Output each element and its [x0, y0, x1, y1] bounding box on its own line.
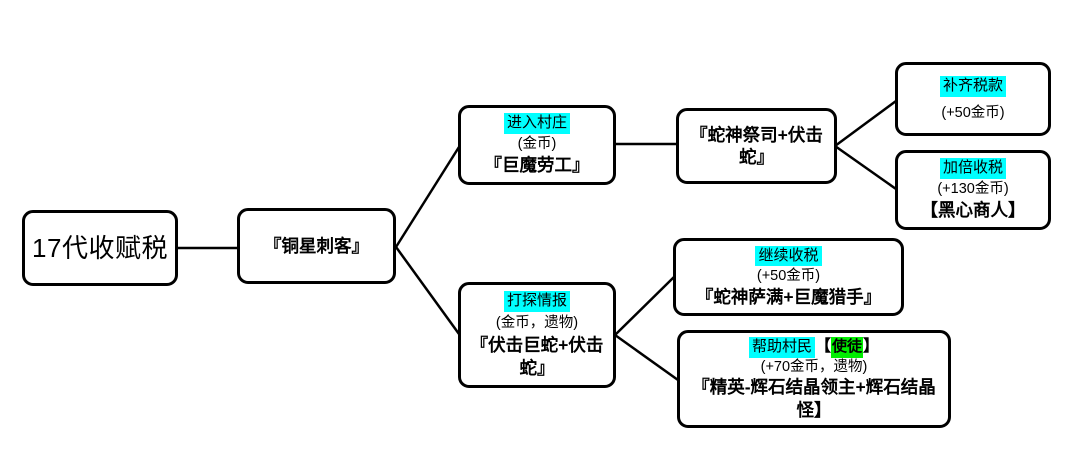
node-assassin: 『铜星刺客』 — [237, 208, 396, 284]
node-enter-village: 进入村庄 (金币) 『巨魔劳工』 — [458, 105, 616, 185]
choice-double-tax: 加倍收税 — [939, 158, 1006, 179]
choice-help-villagers: 帮助村民 — [748, 337, 815, 358]
reward-help-villagers: (+70金币，遗物) — [760, 358, 868, 375]
edge-assassin-scout — [394, 246, 461, 335]
node-snake-priest-label: 『蛇神祭司+伏击蛇』 — [690, 124, 823, 167]
node-root: 17代收赋税 — [22, 210, 178, 286]
node-help-villagers: 帮助村民【使徒】 (+70金币，遗物) 『精英-辉石结晶领主+辉石结晶怪】 — [677, 330, 951, 428]
node-assassin-label: 『铜星刺客』 — [264, 235, 369, 256]
edge-priest-paytax — [834, 99, 897, 148]
choice-enter-village: 进入村庄 — [503, 113, 570, 134]
reward-scout-info: (金币，遗物) — [495, 314, 579, 331]
battle-help-villagers: 『精英-辉石结晶领主+辉石结晶怪】 — [692, 377, 936, 420]
node-continue-tax: 继续收税 (+50金币) 『蛇神萨满+巨魔猎手』 — [673, 238, 904, 316]
node-pay-tax: 补齐税款 (+50金币) — [895, 62, 1051, 136]
choice-pay-tax: 补齐税款 — [939, 76, 1006, 97]
node-double-tax: 加倍收税 (+130金币) 【黑心商人】 — [895, 150, 1051, 230]
choice-scout-info: 打探情报 — [503, 291, 570, 312]
tag-apostle: 使徒 — [831, 337, 864, 358]
edge-priest-doubletax — [834, 144, 897, 191]
node-scout-info: 打探情报 (金币，遗物) 『伏击巨蛇+伏击蛇』 — [458, 282, 616, 388]
reward-pay-tax: (+50金币) — [941, 104, 1005, 121]
tag-close-bracket: 】 — [863, 338, 880, 356]
edge-assassin-enter — [394, 146, 461, 248]
battle-enter-village: 『巨魔劳工』 — [484, 155, 590, 176]
battle-scout-info: 『伏击巨蛇+伏击蛇』 — [470, 335, 604, 378]
reward-continue-tax: (+50金币) — [756, 268, 821, 285]
reward-enter-village: (金币) — [517, 136, 557, 153]
node-root-label: 17代收赋税 — [32, 232, 168, 263]
edge-scout-continuetax — [614, 276, 675, 336]
tag-open-bracket: 【 — [814, 338, 831, 356]
reward-double-tax: (+130金币) — [937, 181, 1009, 198]
node-snake-priest: 『蛇神祭司+伏击蛇』 — [676, 108, 837, 184]
edge-scout-help — [614, 333, 679, 382]
choice-continue-tax: 继续收税 — [755, 245, 822, 267]
title-help-villagers: 帮助村民【使徒】 — [748, 337, 880, 358]
battle-double-tax: 【黑心商人】 — [920, 200, 1026, 221]
battle-continue-tax: 『蛇神萨满+巨魔猎手』 — [695, 286, 882, 307]
